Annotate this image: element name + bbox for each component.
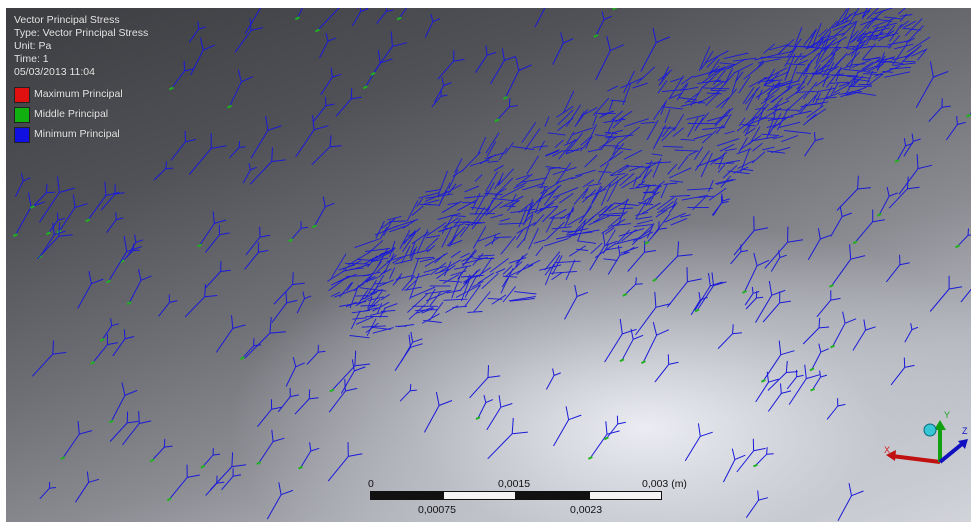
scale-segment-4: [589, 491, 662, 500]
3d-viewport[interactable]: Vector Principal Stress Type: Vector Pri…: [6, 8, 971, 522]
result-legend: Vector Principal Stress Type: Vector Pri…: [14, 14, 148, 144]
triad-origin-sphere[interactable]: [923, 423, 937, 437]
legend-label-middle: Middle Principal: [34, 108, 109, 120]
minimum-swatch: [14, 126, 30, 143]
y-axis-arrowhead: [934, 420, 946, 430]
result-time: Time: 1: [14, 53, 49, 65]
stress-vector-field: [12, 8, 971, 521]
legend-label-maximum: Maximum Principal: [34, 88, 123, 100]
scale-segment-2: [443, 491, 516, 500]
scale-segment-3: [516, 491, 589, 500]
legend-entry-minimum: Minimum Principal: [14, 125, 148, 144]
legend-entry-middle: Middle Principal: [14, 105, 148, 124]
legend-label-minimum: Minimum Principal: [34, 128, 120, 140]
scale-label-0-0015: 0,0015: [498, 478, 531, 490]
result-unit: Unit: Pa: [14, 40, 52, 52]
triad-z-label: Z: [962, 426, 968, 436]
triad-x-label: X: [884, 445, 890, 455]
x-axis-arrow: [891, 454, 941, 464]
maximum-swatch: [14, 86, 30, 103]
scale-label-0-003: 0,003 (m): [642, 478, 687, 490]
triad-y-label: Y: [944, 410, 950, 420]
result-type: Type: Vector Principal Stress: [14, 27, 149, 39]
x-axis-arrowhead: [886, 450, 896, 461]
scale-label-0-00075: 0,00075: [418, 504, 456, 516]
scale-label-0-0023: 0,0023: [570, 504, 603, 516]
z-axis-arrow: [938, 442, 964, 464]
scale-label-0: 0: [368, 478, 374, 490]
result-date: 05/03/2013 11:04: [14, 66, 95, 78]
legend-entry-maximum: Maximum Principal: [14, 85, 148, 104]
middle-swatch: [14, 106, 30, 123]
scale-bar: 0 0,0015 0,003 (m) 0,00075 0,0023: [346, 478, 706, 522]
z-axis-arrowhead: [958, 439, 968, 449]
scale-segment-1: [370, 491, 443, 500]
coordinate-triad[interactable]: X Y Z: [874, 406, 970, 486]
result-title: Vector Principal Stress: [14, 14, 120, 26]
